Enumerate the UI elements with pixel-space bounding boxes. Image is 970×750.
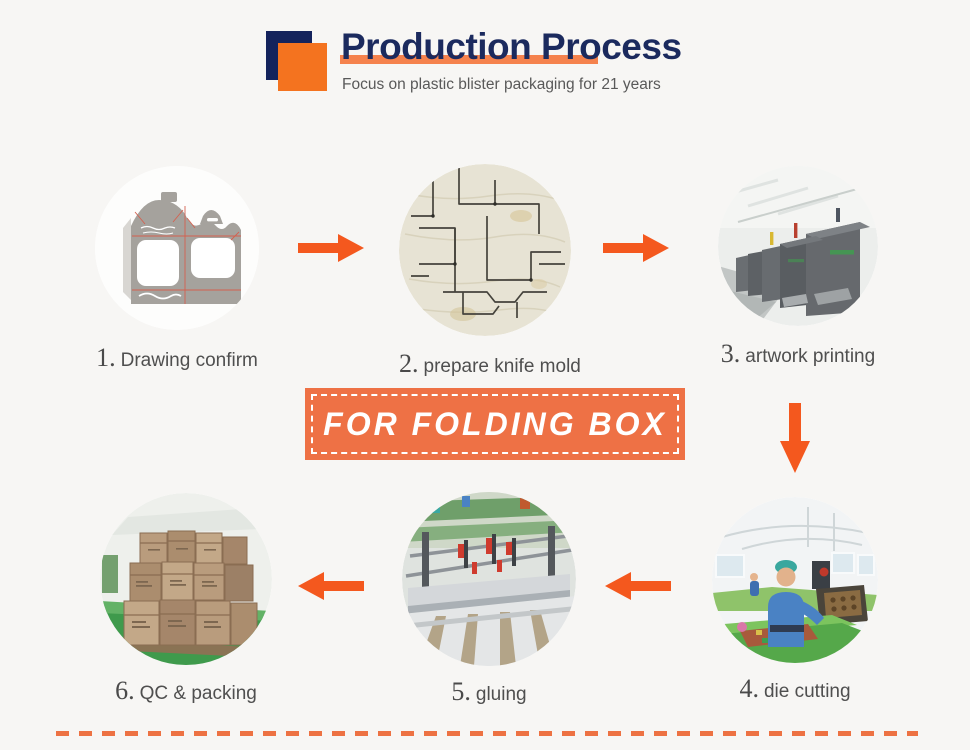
folder-gluer-illustration	[402, 492, 576, 666]
step-label: 2.prepare knife mold	[399, 349, 581, 379]
arrow-left-icon	[605, 572, 671, 600]
header-orange-square-icon	[278, 43, 327, 91]
title-highlight-bar	[340, 55, 598, 64]
step-number: 5.	[451, 677, 471, 706]
step-label: 5.gluing	[402, 677, 576, 707]
arrow-down-icon	[780, 403, 810, 473]
step-number: 1.	[96, 343, 116, 372]
step-4-die-cutting: 4.die cutting	[712, 497, 878, 704]
packed-cartons-illustration	[100, 493, 272, 665]
step-2-prepare-knife-mold: 2.prepare knife mold	[399, 164, 581, 379]
step-3-artwork-printing: 3.artwork printing	[718, 166, 878, 369]
step-label-text: prepare knife mold	[423, 356, 581, 377]
arrow-right-icon	[603, 234, 669, 262]
step-label-text: gluing	[475, 684, 527, 705]
step-label: 1.Drawing confirm	[95, 343, 259, 373]
step-number: 6.	[115, 676, 135, 705]
step-label-text: Drawing confirm	[120, 350, 258, 371]
step-5-photo	[402, 492, 576, 666]
step-label: 3.artwork printing	[718, 339, 878, 369]
page-subtitle: Focus on plastic blister packaging for 2…	[342, 76, 661, 93]
step-5-gluing: 5.gluing	[402, 492, 576, 707]
step-number: 4.	[739, 674, 759, 703]
step-4-photo	[712, 497, 878, 663]
step-number: 3.	[720, 339, 741, 368]
step-label: 4.die cutting	[712, 674, 878, 704]
step-3-photo	[718, 166, 878, 326]
step-2-photo	[399, 164, 571, 336]
step-1-drawing-confirm: 1.Drawing confirm	[95, 166, 259, 373]
arrow-right-icon	[298, 234, 364, 262]
die-cutting-workshop-illustration	[712, 497, 878, 663]
folding-box-banner: FOR FOLDING BOX	[305, 388, 685, 460]
printing-press-illustration	[718, 166, 878, 326]
step-number: 2.	[399, 349, 419, 378]
step-label-text: die cutting	[763, 681, 851, 702]
step-6-qc-and-packing: 6.QC & packing	[100, 493, 272, 706]
step-label: 6.QC & packing	[100, 676, 272, 706]
arrow-left-icon	[298, 572, 364, 600]
knife-mold-illustration	[399, 164, 571, 336]
step-1-photo	[95, 166, 259, 330]
banner-label: FOR FOLDING BOX	[323, 405, 667, 442]
box-dieline-illustration	[95, 166, 259, 330]
step-6-photo	[100, 493, 272, 665]
step-label-text: artwork printing	[745, 346, 876, 367]
page-title: Production Process	[341, 26, 682, 67]
step-label-text: QC & packing	[139, 683, 257, 704]
bottom-dashed-divider	[56, 731, 918, 736]
